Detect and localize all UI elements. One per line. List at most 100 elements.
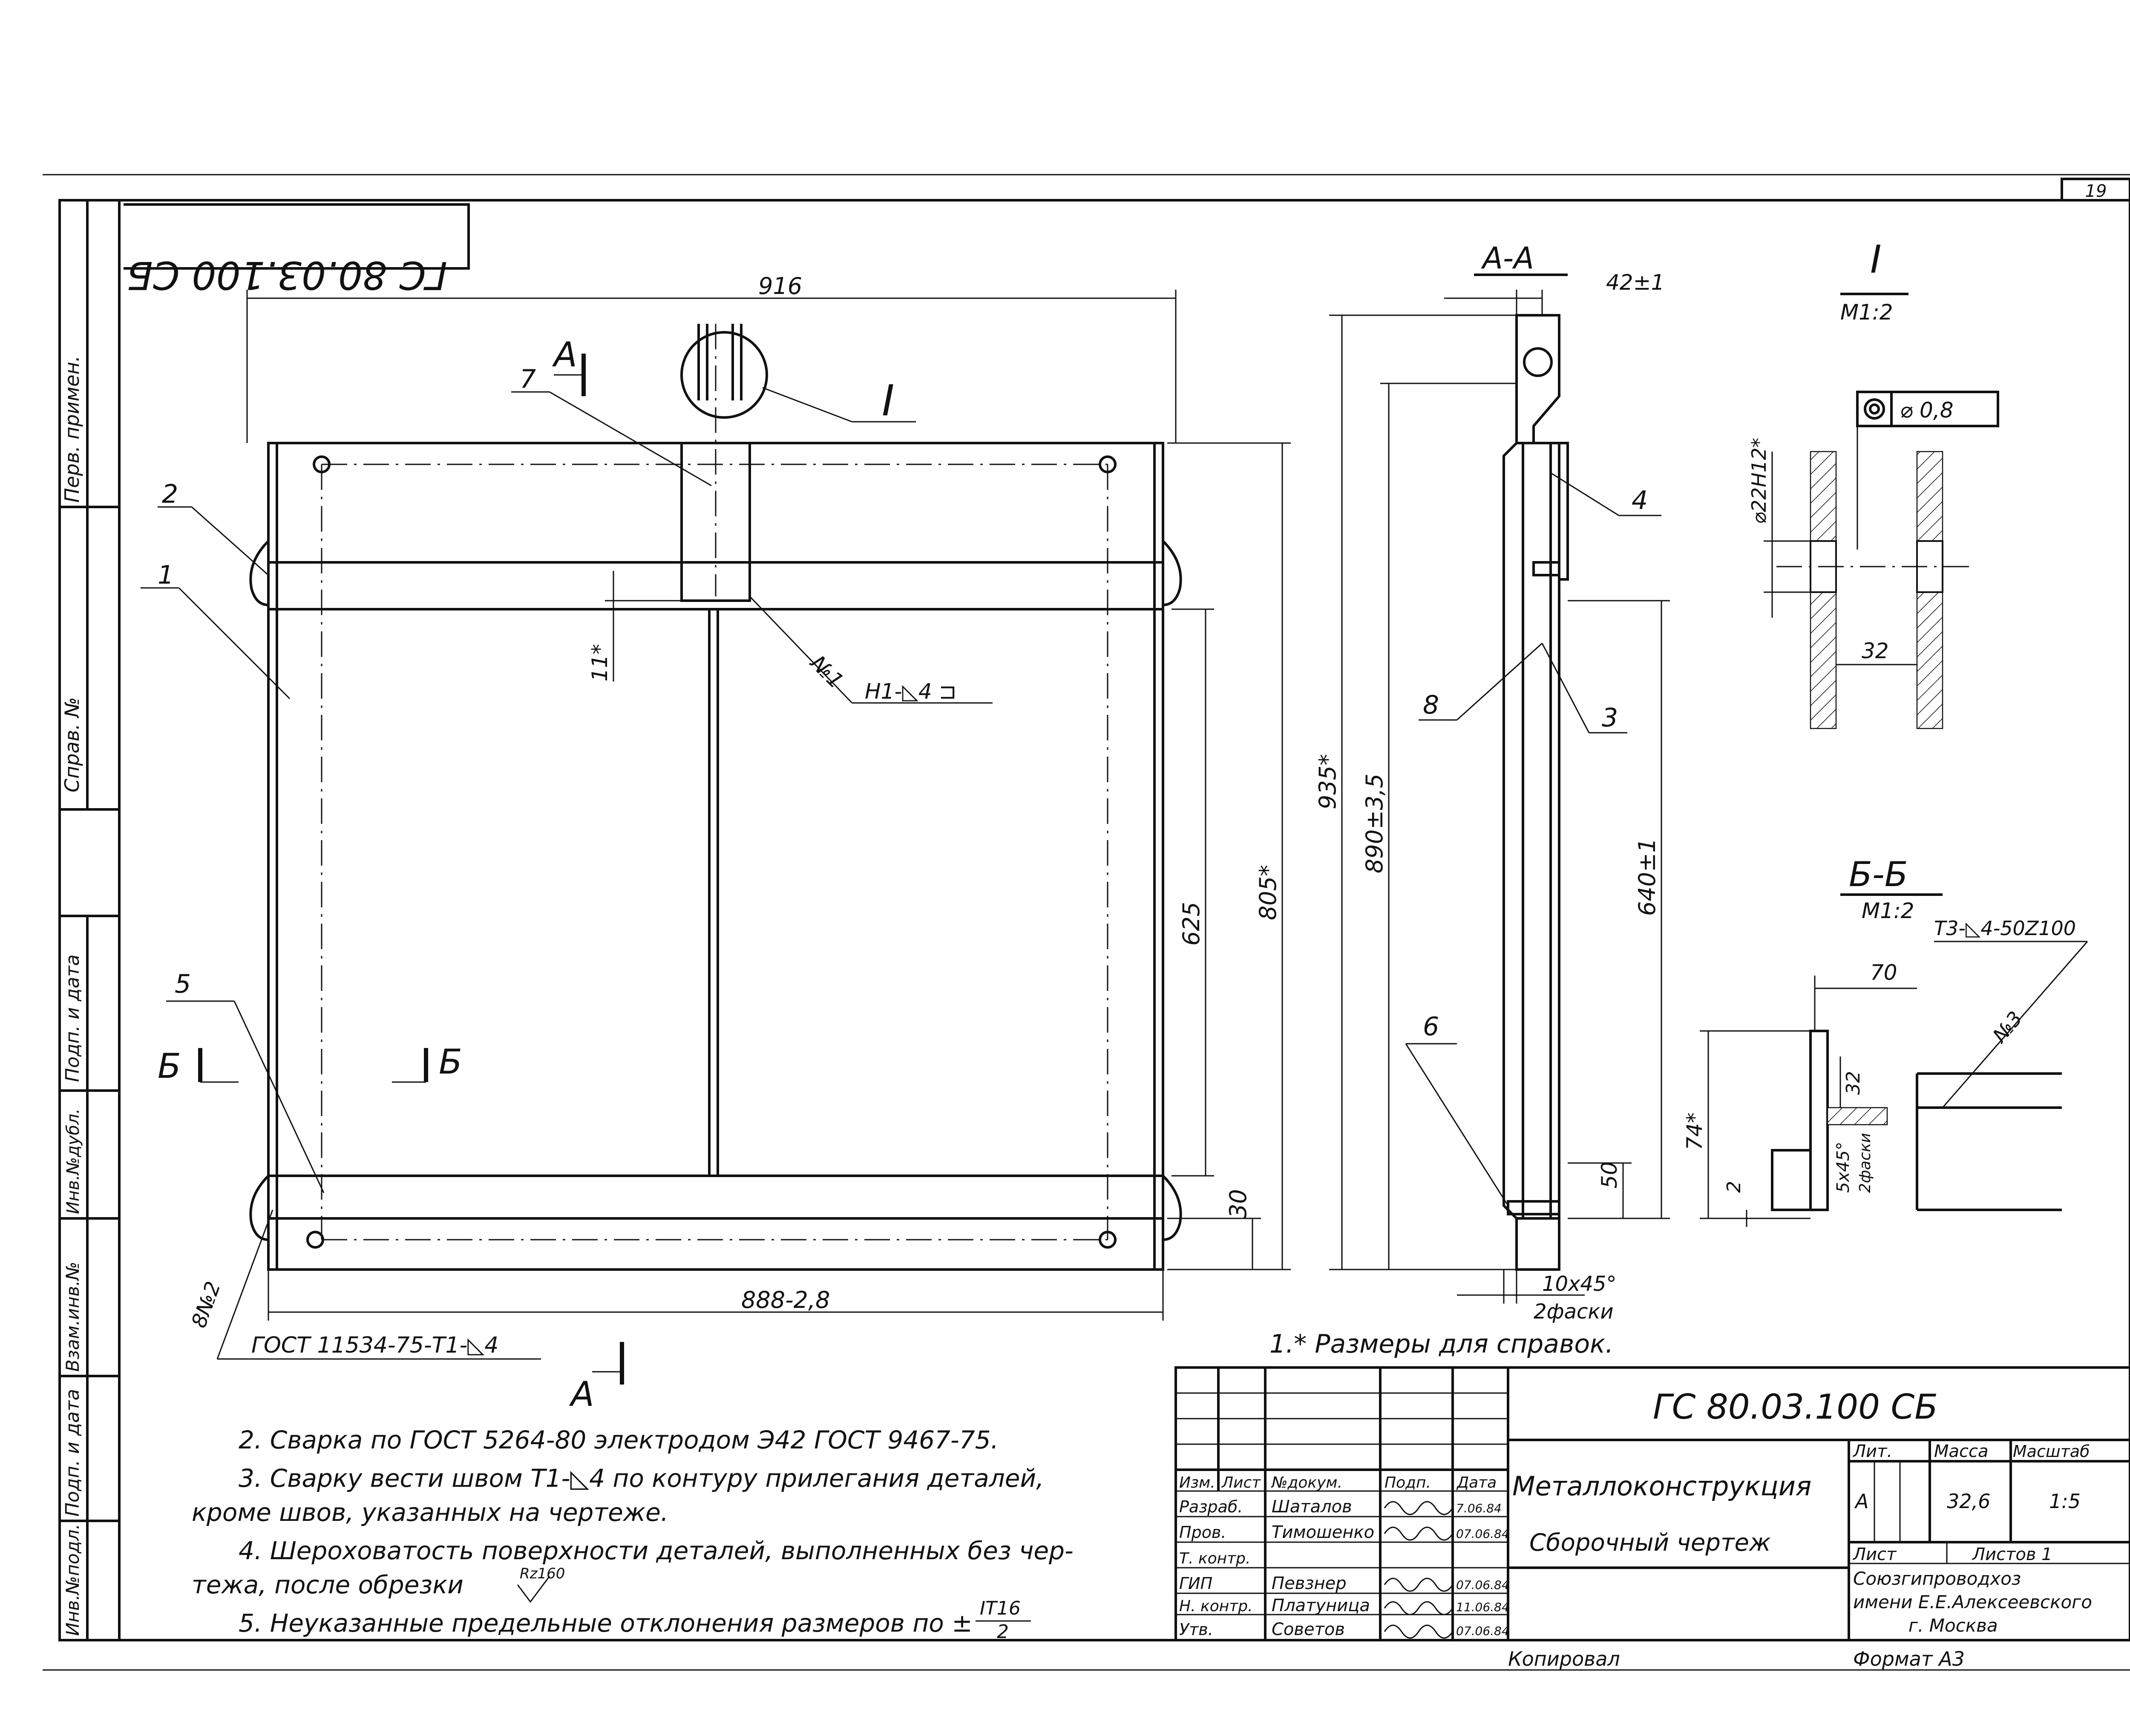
section-a-bottom: А [569,1374,594,1414]
dim-50: 50 [1597,1161,1622,1189]
signature-prov [1384,1526,1454,1541]
section-bb-title: Б-Б [1849,855,1908,894]
pos-2: 2 [162,479,178,509]
dim-30: 30 [1225,1189,1252,1218]
section-bb-chamfer-note: 2фаски [1857,1133,1874,1193]
section-bb-weld-no: №3 [1987,1007,2027,1048]
signature-razrab [1384,1501,1454,1515]
tb-doc-type: Сборочный чертеж [1529,1529,1770,1557]
tb-head-data: Дата [1456,1474,1497,1491]
tb-head-list: Лист [1221,1474,1261,1491]
tb-row-gip: ГИП Певзнер 07.06.84 [1179,1574,1509,1593]
tb-sheet-label: Лист [1852,1545,1897,1564]
detail-i-title: I [1870,237,1882,282]
dim-805: 805* [1255,865,1281,920]
note-4: 4. Шероховатость поверхности деталей, вы… [239,1536,1074,1565]
dim-640: 640±1 [1634,838,1661,916]
strip-podp-data-2: Подп. и дата [62,1389,83,1517]
tb-row-utv: Утв. Советов 07.06.84 [1179,1620,1509,1639]
tb-name: Шаталов [1272,1497,1352,1517]
detail-i-diameter: ⌀22Н12* [1747,438,1770,524]
tb-role: Н. контр. [1179,1598,1253,1615]
tb-date: 07.06.84 [1456,1527,1509,1541]
section-a-top: А [552,335,577,374]
mirrored-code: ГС 80.03.100 СБ [127,253,447,297]
page-number: 19 [2085,181,2107,201]
tolerance-den: 2 [997,1621,1009,1643]
section-bb-chamfer: 5x45° [1834,1142,1853,1193]
tb-sheets-label: Листов 1 [1972,1545,2052,1564]
dim-625: 625 [1178,902,1205,946]
tb-role: Т. контр. [1179,1550,1250,1567]
note-3: 3. Сварку вести швом Т1-◺4 по контуру пр… [239,1464,1044,1493]
tb-role: Разраб. [1179,1497,1243,1516]
pos-5: 5 [175,969,191,999]
tb-name: Тимошенко [1272,1523,1374,1542]
note-2: 2. Сварка по ГОСТ 5264-80 электродом Э42… [239,1425,999,1454]
detail-mark-i: I [882,376,895,426]
section-bb: Б-Б М1:2 Т3-◺4-50Z100 №3 70 74* 32 2 5x4… [1682,855,2088,1227]
tb-row-nkontr: Н. контр. Платуница 11.06.84 [1179,1596,1509,1615]
tb-code: ГС 80.03.100 СБ [1653,1387,1938,1427]
tb-name: Платуница [1272,1596,1370,1615]
tb-role: Утв. [1179,1620,1213,1639]
tb-name-object: Металлоконструкция [1512,1471,1811,1502]
tb-org-1: Союзгипроводхоз [1853,1568,2021,1589]
tb-mass-value: 32,6 [1947,1490,1990,1513]
note-1: 1.* Размеры для справок. [1269,1329,1613,1359]
tb-org-2: имени Е.Е.Алексеевского [1853,1592,2092,1612]
pos-6: 6 [1423,1012,1439,1042]
weld-2: ГОСТ 11534-75-Т1-◺4 [251,1333,498,1358]
strip-vzam-inv: Взам.инв.№ [62,1262,83,1372]
tb-head-doc: №докум. [1271,1474,1342,1491]
pos-4: 4 [1632,486,1648,515]
section-bb-dim-74: 74* [1682,1112,1707,1150]
dim-42: 42±1 [1606,270,1664,295]
tb-name: Советов [1272,1620,1345,1639]
pos-7: 7 [520,364,536,394]
pos-3: 3 [1602,703,1618,733]
chamfer-note-aa: 2фаски [1534,1300,1614,1324]
tb-date: 07.06.84 [1456,1578,1509,1592]
detail-i-dim-32: 32 [1862,639,1889,663]
tb-org-3: г. Москва [1908,1615,1998,1636]
tolerance-num: IT16 [980,1598,1021,1619]
strip-sprav-no: Справ. № [60,697,83,792]
main-view: 916 888-2,8 625 805* 30 11* 2 1 7 [141,273,1291,1414]
strip-podp-data-1: Подп. и дата [62,954,83,1082]
tb-head-izm: Изм. [1179,1474,1215,1491]
tb-scale-value: 1:5 [2049,1490,2081,1513]
section-bb-dim-32: 32 [1842,1071,1864,1095]
section-b-left: Б [158,1046,181,1086]
mirrored-code-box: ГС 80.03.100 СБ [124,203,470,297]
tb-row-razrab: Разраб. Шаталов 7.06.84 [1179,1497,1502,1517]
section-aa: А-А 42±1 935* 890±3,5 640±1 50 [1314,241,1670,1324]
title-block: Изм. Лист №докум. Подп. Дата Разраб. Шат… [1174,1366,2130,1641]
tb-row-tkontr: Т. контр. [1179,1550,1250,1567]
weld-1: Н1-◺4 ⊐ [865,679,957,704]
tb-head-podp: Подп. [1384,1474,1431,1491]
signature-utv [1384,1624,1454,1639]
section-bb-scale: М1:2 [1862,898,1914,923]
section-aa-title: А-А [1481,241,1534,276]
tb-lit-value: А [1854,1490,1868,1513]
detail-i-scale: М1:2 [1840,300,1893,325]
strip-inv-dubl: Инв.№дубл. [63,1108,83,1214]
tb-mass-label: Масса [1934,1442,1989,1461]
notes: 1.* Размеры для справок. 2. Сварка по ГО… [192,1329,1613,1643]
note-4b: тежа, после обрезки [192,1570,463,1599]
tb-date: 11.06.84 [1456,1600,1509,1614]
sheet-frame: 19 [43,174,2130,1671]
chamfer-10x45: 10x45° [1542,1272,1617,1296]
strip-inv-podl: Инв.№подл. [62,1524,83,1636]
note-3b: кроме швов, указанных на чертеже. [192,1498,668,1527]
left-strip: Перв. примен. Справ. № Подп. и дата Инв.… [60,356,83,1636]
roughness-symbol: Rz160 [520,1565,565,1582]
tb-role: ГИП [1179,1574,1212,1593]
detail-i: I М1:2 ⌀ 0,8 ⌀22Н12* 32 [1747,237,1999,729]
signature-nkontr [1384,1601,1454,1615]
dim-888: 888-2,8 [741,1287,830,1313]
tb-date: 7.06.84 [1456,1501,1502,1515]
section-bb-weld: Т3-◺4-50Z100 [1934,917,2076,940]
